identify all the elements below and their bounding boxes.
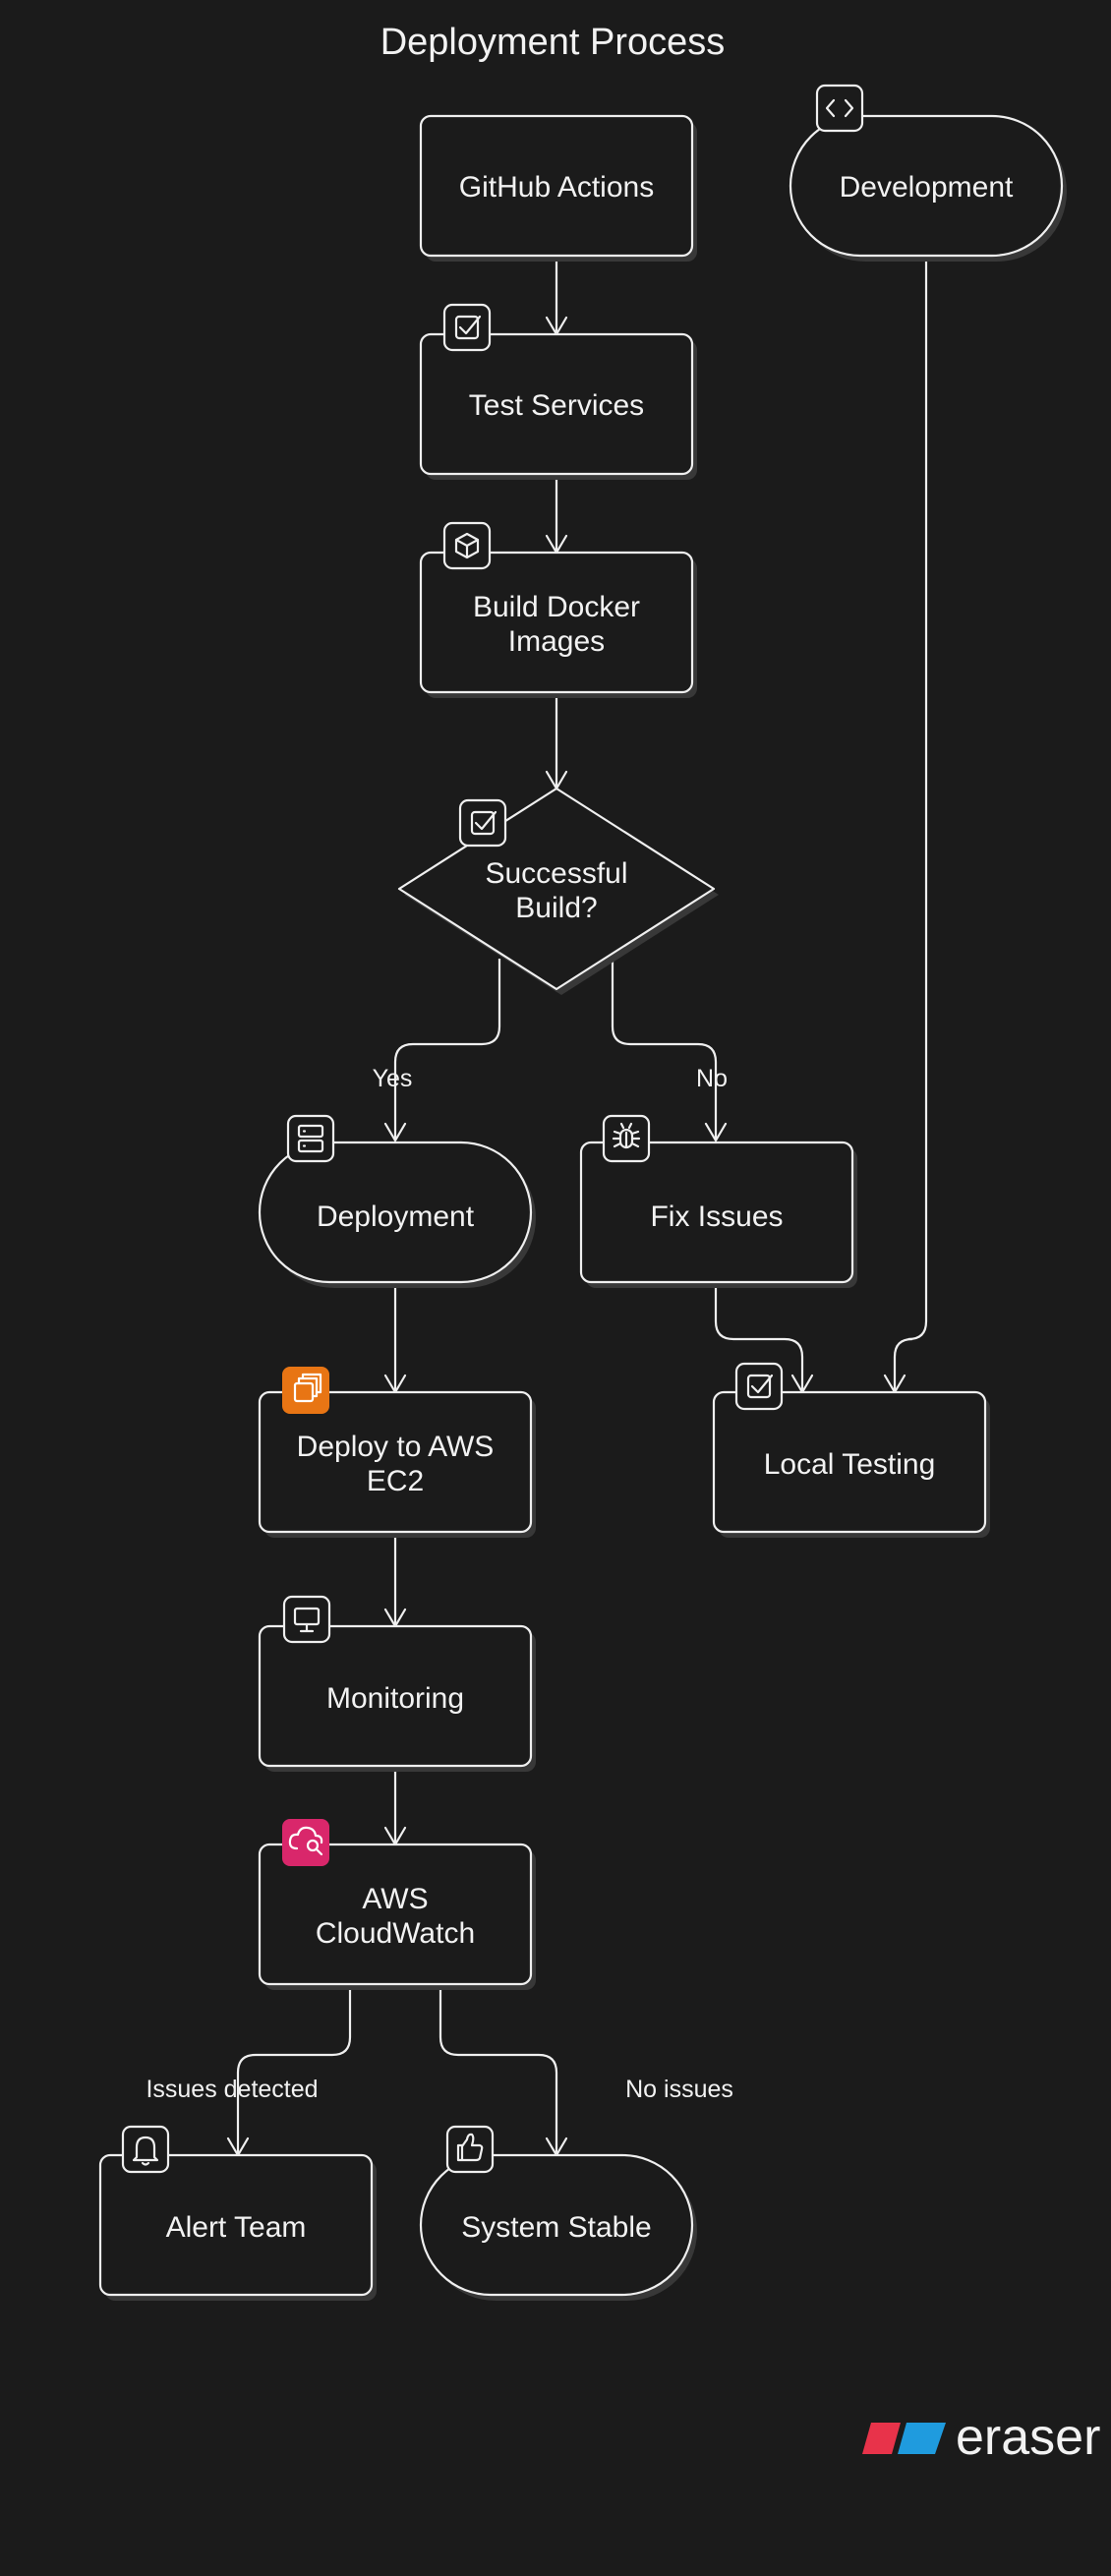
edge-test-to-build	[545, 476, 568, 555]
node-label-line-1: Deploy to AWS	[297, 1431, 495, 1463]
eraser-brand: eraser	[862, 2409, 1100, 2466]
bug-icon	[602, 1114, 651, 1163]
node-label: Alert Team	[166, 2211, 307, 2244]
node-monitoring[interactable]: Monitoring	[258, 1595, 536, 1772]
edges	[226, 258, 928, 2157]
edge-development-to-local	[883, 258, 928, 1394]
node-label: System Stable	[461, 2211, 651, 2244]
aws-cloudwatch-icon	[282, 1819, 329, 1866]
code-icon	[815, 84, 864, 133]
node-label-line-2: Images	[508, 625, 605, 658]
edge-label-no-issues: No issues	[625, 2076, 733, 2103]
monitor-icon	[282, 1595, 331, 1644]
edge-github-to-test	[545, 258, 568, 336]
node-label-line-1: AWS	[362, 1883, 428, 1915]
eraser-wordmark: eraser	[956, 2409, 1100, 2466]
node-development[interactable]: Development	[789, 84, 1067, 262]
node-label: Deployment	[317, 1200, 475, 1233]
edge-deployment-to-ec2	[383, 1286, 407, 1394]
eraser-logo-icon	[862, 2423, 946, 2454]
node-label: Local Testing	[764, 1448, 936, 1481]
node-aws-cloudwatch[interactable]: AWS CloudWatch	[258, 1819, 536, 1990]
edge-monitoring-to-cloudwatch	[383, 1768, 407, 1846]
edge-label-yes: Yes	[373, 1065, 413, 1092]
node-build-docker-images[interactable]: Build Docker Images	[419, 521, 697, 698]
node-github-actions[interactable]: GitHub Actions	[419, 114, 697, 262]
cube-icon	[442, 521, 492, 570]
node-successful-build-decision[interactable]: Successful Build?	[397, 787, 719, 995]
edge-ec2-to-monitoring	[383, 1534, 407, 1628]
thumbs-up-icon	[445, 2125, 495, 2174]
node-label-line-2: Build?	[515, 892, 597, 924]
node-deploy-aws-ec2[interactable]: Deploy to AWS EC2	[258, 1367, 536, 1538]
edge-build-to-decision	[545, 694, 568, 790]
node-label-line-1: Successful	[485, 857, 627, 890]
node-alert-team[interactable]: Alert Team	[98, 2125, 377, 2301]
node-system-stable[interactable]: System Stable	[419, 2125, 697, 2301]
edge-cloudwatch-to-alert	[226, 1986, 352, 2157]
checkbox-icon	[734, 1362, 784, 1411]
node-deployment[interactable]: Deployment	[258, 1114, 536, 1288]
node-label-line-2: EC2	[367, 1465, 424, 1497]
node-label-line-1: Build Docker	[473, 591, 640, 623]
diagram-title: Deployment Process	[380, 22, 726, 63]
node-label: Test Services	[469, 389, 644, 422]
server-icon	[286, 1114, 335, 1163]
aws-ec2-icon	[282, 1367, 329, 1414]
bell-icon	[121, 2125, 170, 2174]
edge-decision-yes	[383, 959, 501, 1142]
node-label: Fix Issues	[650, 1200, 783, 1233]
node-label: Monitoring	[326, 1682, 464, 1715]
node-label-line-2: CloudWatch	[316, 1917, 475, 1950]
edge-decision-no	[611, 959, 728, 1142]
node-label: GitHub Actions	[459, 171, 654, 204]
node-label: Development	[840, 171, 1014, 204]
edge-label-issues-detected: Issues detected	[146, 2076, 318, 2103]
node-test-services[interactable]: Test Services	[419, 303, 697, 480]
checkbox-icon	[442, 303, 492, 352]
checkbox-icon	[458, 798, 507, 848]
node-local-testing[interactable]: Local Testing	[712, 1362, 990, 1538]
node-fix-issues[interactable]: Fix Issues	[579, 1114, 857, 1288]
edge-label-no: No	[696, 1065, 728, 1092]
